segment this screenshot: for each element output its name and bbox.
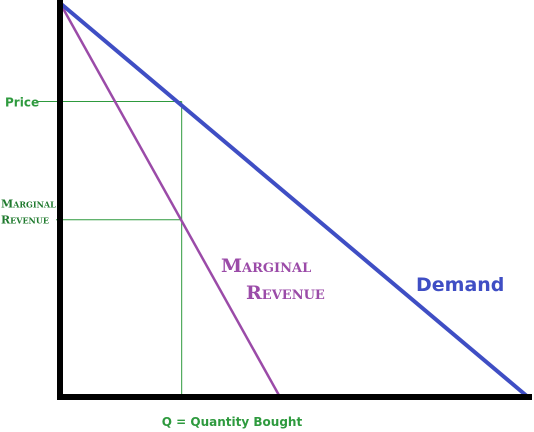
marginal-revenue-series-label-line1: Marginal xyxy=(221,255,311,277)
marginal-revenue-axis-label-line2: Revenue xyxy=(1,214,49,227)
price-label: Price xyxy=(5,96,39,110)
demand-series-label: Demand xyxy=(416,274,504,296)
marginal-revenue-line xyxy=(58,2,282,398)
marginal-revenue-series-label-line2: Revenue xyxy=(246,282,325,304)
marginal-revenue-axis-label-line1: Marginal xyxy=(1,198,56,211)
demand-line xyxy=(58,1,530,399)
x-axis-label: Q = Quantity Bought xyxy=(162,415,303,429)
